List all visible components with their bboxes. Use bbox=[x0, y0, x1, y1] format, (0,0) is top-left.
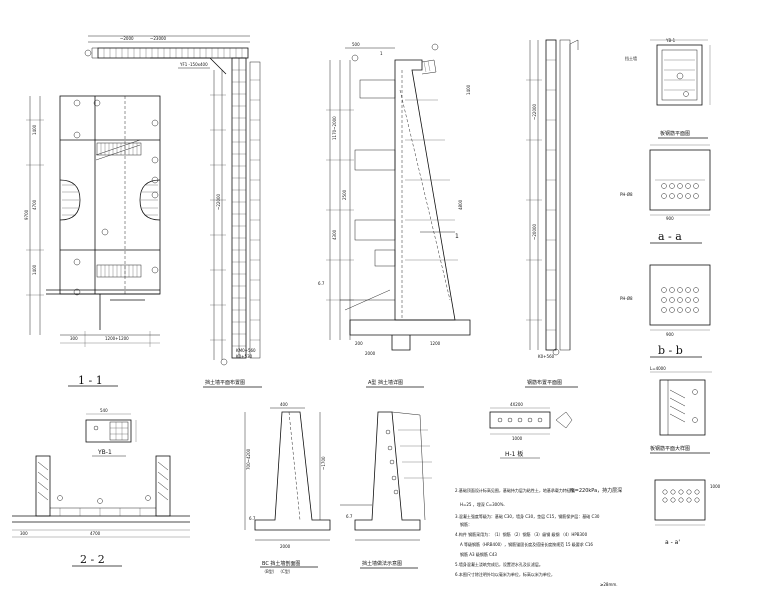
svg-text:4X200: 4X200 bbox=[510, 402, 523, 407]
svg-text:1400: 1400 bbox=[32, 124, 37, 135]
h1-drawing: 4X200 1000 bbox=[489, 402, 573, 441]
svg-text:1000: 1000 bbox=[710, 484, 721, 489]
note-line: H=25 ，埋深 C=300%. bbox=[460, 501, 505, 507]
svg-text:K0+530: K0+530 bbox=[236, 354, 253, 359]
aa-caption: a - a bbox=[658, 230, 682, 243]
note-line: 5.墙身混凝土浇筑完成后，设置泄水孔及反滤层。 bbox=[455, 561, 543, 567]
svg-text:K0+560: K0+560 bbox=[538, 354, 555, 359]
svg-text:4700: 4700 bbox=[90, 531, 101, 536]
section-1-1-caption: 1 - 1 bbox=[78, 374, 103, 387]
svg-text:6.7: 6.7 bbox=[318, 281, 325, 286]
svg-text:1400: 1400 bbox=[466, 84, 471, 95]
svg-text:6.7: 6.7 bbox=[249, 516, 256, 521]
bc-wall-title: BC 挡土墙剖面图 bbox=[262, 560, 300, 567]
section-1-1-drawing: 1400 4700 1400 9700 1200+1200 300 bbox=[24, 95, 161, 347]
wall-plan-drawing: ~22000 ~20000 K0+560 bbox=[526, 39, 579, 359]
bc-wall-subtitle: （B型） （C型） bbox=[262, 568, 293, 574]
note-line: fk=220kPa，持力层深 bbox=[570, 487, 622, 494]
plan-rebar-title: 板钢筋平面图 bbox=[660, 130, 690, 137]
note-line: 钢筋 A3 级钢筋 C43 bbox=[460, 551, 497, 557]
note-line: ≥28mm. bbox=[600, 582, 618, 587]
svg-text:YB-1: YB-1 bbox=[665, 38, 676, 43]
svg-text:700~4200: 700~4200 bbox=[246, 448, 251, 470]
note-line: 3.混凝土强度等级为：基础 C30，墙身 C30，垫层 C15，钢筋保护层：基础… bbox=[455, 513, 600, 519]
svg-text:4300: 4300 bbox=[332, 229, 337, 240]
svg-text:500: 500 bbox=[352, 42, 360, 47]
section-2-2-caption: 2 - 2 bbox=[80, 553, 105, 566]
note-line: 4.构件 钢筋采用为：（1）钢筋 （2）钢筋 （3）级钢 级钢 （4）HPB30… bbox=[455, 531, 588, 537]
svg-text:KM0+560: KM0+560 bbox=[236, 348, 256, 353]
note-line: A 等级钢筋（HRB400），钢筋锚固长度及搭接长度按规范 15 级要求 C16 bbox=[460, 541, 593, 547]
svg-text:~1700: ~1700 bbox=[321, 456, 326, 470]
svg-text:PH-Ø8: PH-Ø8 bbox=[620, 192, 633, 197]
svg-text:2500: 2500 bbox=[342, 189, 347, 200]
svg-text:300: 300 bbox=[70, 336, 78, 341]
svg-text:L=4000: L=4000 bbox=[650, 366, 666, 371]
svg-text:4700: 4700 bbox=[32, 199, 37, 210]
svg-text:YF1 -150x400: YF1 -150x400 bbox=[179, 62, 208, 67]
right-details-drawing: 挡土墙 YB-1 900 PH-Ø8 a - a bbox=[620, 38, 721, 546]
svg-text:9700: 9700 bbox=[24, 209, 29, 220]
yb1-drawing: 540 bbox=[85, 408, 137, 443]
retaining-detail-title: 挡土墙做法示意图 bbox=[362, 560, 402, 567]
svg-text:900: 900 bbox=[666, 216, 674, 221]
yb1-caption: YB-1 bbox=[97, 449, 112, 456]
svg-text:1170~2000: 1170~2000 bbox=[332, 116, 337, 140]
h1-caption: H-1 板 bbox=[505, 450, 523, 458]
svg-text:540: 540 bbox=[100, 408, 108, 413]
svg-text:400: 400 bbox=[280, 402, 288, 407]
svg-text:1200: 1200 bbox=[430, 341, 441, 346]
note-line: 2.基础顶面设计标高见图，基础持力层为粘性土，地基承载力特征值 bbox=[455, 487, 575, 493]
wall-a-marker: 1 bbox=[455, 233, 459, 240]
svg-text:4800: 4800 bbox=[458, 199, 463, 210]
svg-text:300: 300 bbox=[20, 531, 28, 536]
notes-block: 2.基础顶面设计标高见图，基础持力层为粘性土，地基承载力特征值 fk=220kP… bbox=[455, 487, 622, 587]
svg-text:1400: 1400 bbox=[32, 264, 37, 275]
svg-text:200: 200 bbox=[355, 341, 363, 346]
section-2-2-drawing: 4700 300 bbox=[12, 455, 190, 538]
bc-wall-drawing: 400 700~4200 ~1700 6.7 2000 bbox=[244, 402, 331, 549]
svg-text:1000: 1000 bbox=[512, 436, 523, 441]
svg-text:~23000: ~23000 bbox=[150, 36, 167, 41]
svg-text:~22000: ~22000 bbox=[532, 103, 537, 120]
svg-text:PH-Ø8: PH-Ø8 bbox=[620, 296, 633, 301]
retaining-plan-drawing: YF1 -150x400 bbox=[84, 35, 261, 366]
plan-detail-title: 板钢筋平面大样图 bbox=[650, 445, 690, 452]
svg-text:6.7: 6.7 bbox=[346, 514, 353, 519]
svg-text:~22000: ~22000 bbox=[216, 193, 221, 210]
retaining-plan-title: 挡土墙平面布置图 bbox=[205, 379, 245, 386]
svg-text:900: 900 bbox=[666, 332, 674, 337]
svg-text:1200+1200: 1200+1200 bbox=[105, 336, 129, 341]
svg-text:~20000: ~20000 bbox=[532, 223, 537, 240]
note-line: 6.本图尺寸除注明外均以毫米为单位，标高以米为单位， bbox=[455, 571, 555, 577]
note-line: 钢筋： bbox=[460, 521, 472, 527]
wall-plan-title: 钢筋布置平面图 bbox=[527, 379, 562, 386]
svg-text:~2000: ~2000 bbox=[120, 36, 134, 41]
svg-text:挡土墙: 挡土墙 bbox=[625, 55, 637, 61]
bottom-aa-caption: a - a' bbox=[665, 539, 680, 546]
wall-a-title: A型 挡土墙详图 bbox=[368, 379, 403, 386]
retaining-detail-drawing: 6.7 bbox=[340, 411, 432, 541]
wall-section-a-drawing: 500 1170~2000 4300 2500 bbox=[318, 42, 471, 356]
bb-caption: b - b bbox=[658, 344, 683, 357]
svg-text:2000: 2000 bbox=[365, 351, 376, 356]
svg-text:1: 1 bbox=[380, 51, 383, 56]
svg-text:2000: 2000 bbox=[280, 544, 291, 549]
